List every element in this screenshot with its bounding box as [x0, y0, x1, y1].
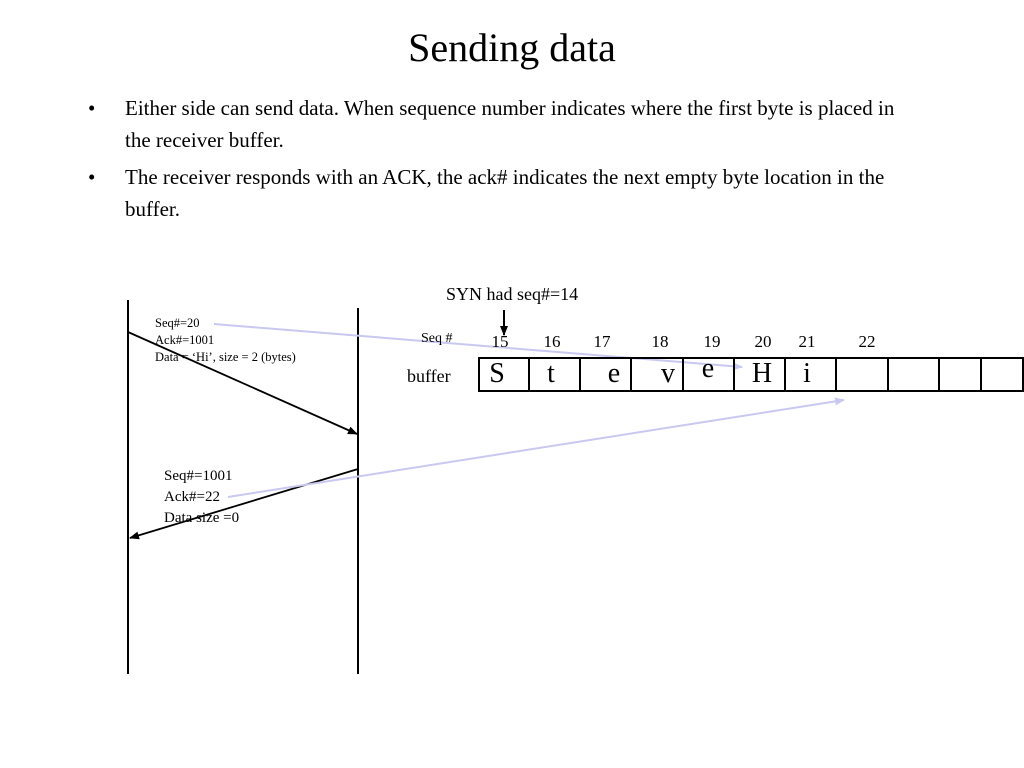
ack-pointer-line	[227, 397, 845, 498]
buffer-cell	[887, 357, 940, 392]
seq-number: 22	[858, 332, 876, 351]
bullet-text: The receiver responds with an ACK, the a…	[125, 165, 885, 221]
buffer-char: S	[489, 358, 505, 389]
buffer-cell	[938, 357, 982, 392]
slide-title: Sending data	[408, 25, 616, 70]
seq-number: 21	[798, 332, 816, 351]
buffer-char: e	[701, 353, 715, 384]
data-message-arrow	[127, 331, 358, 435]
seq-number: 15	[491, 332, 509, 351]
buffer-cell	[980, 357, 1024, 392]
bullet-list: • Either side can send data. When sequen…	[88, 92, 918, 230]
ack-message-label: Seq#=1001 Ack#=22 Data size =0	[164, 466, 239, 529]
buffer-char: v	[661, 358, 675, 389]
seq-number: 18	[651, 332, 669, 351]
seq-number: 17	[593, 332, 611, 351]
seq-number: 19	[703, 332, 721, 351]
seq-number: 20	[754, 332, 772, 351]
bullet-icon: •	[88, 96, 96, 120]
buffer-char: H	[751, 358, 773, 389]
ack-message-ack: Ack#=22	[164, 489, 220, 505]
seq-pointer-line	[213, 323, 743, 371]
buffer-label: buffer	[407, 366, 451, 386]
data-message-ack: Ack#=1001	[155, 333, 215, 347]
buffer-char: e	[607, 358, 621, 389]
bullet-item: • The receiver responds with an ACK, the…	[88, 161, 918, 225]
bullet-icon: •	[88, 165, 96, 189]
seq-label: Seq #	[421, 331, 453, 346]
buffer-char: i	[803, 358, 811, 389]
data-message-label: Seq#=20 Ack#=1001 Data = ‘Hi’, size = 2 …	[155, 315, 296, 366]
data-message-payload: Data = ‘Hi’, size = 2 (bytes)	[155, 350, 296, 364]
buffer-cell	[835, 357, 889, 392]
bullet-item: • Either side can send data. When sequen…	[88, 92, 918, 156]
syn-note: SYN had seq#=14	[446, 284, 579, 304]
receiver-buffer	[478, 357, 1024, 392]
seq-number: 16	[543, 332, 561, 351]
buffer-char: t	[547, 358, 555, 389]
ack-message-size: Data size =0	[164, 510, 240, 526]
bullet-text: Either side can send data. When sequence…	[125, 96, 895, 152]
data-message-seq: Seq#=20	[155, 316, 200, 330]
ack-message-seq: Seq#=1001	[164, 468, 233, 484]
ack-message-arrow	[129, 468, 359, 540]
